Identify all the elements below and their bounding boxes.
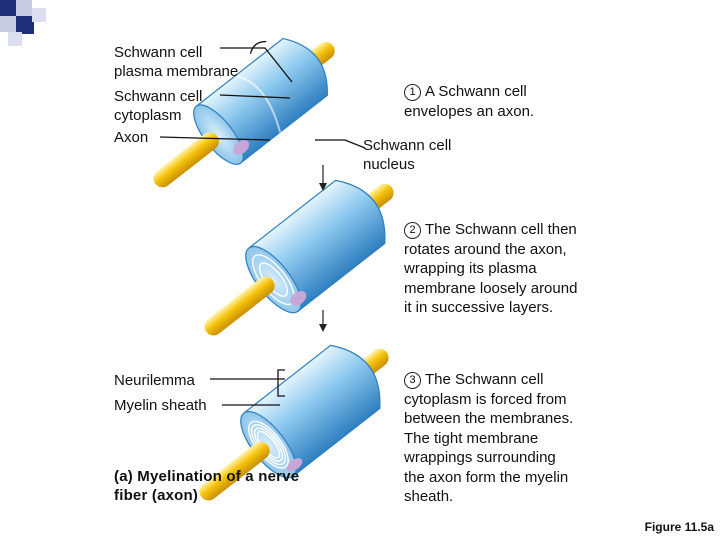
step-3-line-1-text: The Schwann cell (425, 371, 544, 388)
corner-square-light-2 (0, 16, 16, 32)
label-nucleus-line-2: nucleus (363, 156, 415, 173)
label-cytoplasm: Schwann cell cytoplasm (114, 87, 202, 125)
label-nucleus: Schwann cell nucleus (363, 136, 451, 174)
leader-bracket (277, 369, 285, 397)
flow-arrow-2 (319, 310, 327, 332)
nucleus-3 (286, 458, 303, 472)
nucleus-2 (290, 291, 307, 306)
corner-square-navy-1 (0, 0, 16, 16)
step-2-line-5: it in successive layers. (404, 299, 554, 316)
stage-1-illustration (153, 37, 335, 188)
label-plasma-membrane-line-2: plasma membrane (114, 63, 239, 80)
step-1-number: 1 (404, 84, 421, 101)
figure-caption-line-1: (a) Myelination of a nerve (114, 468, 300, 485)
corner-square-light-4 (8, 32, 22, 46)
leader-cytoplasm (219, 94, 291, 99)
label-cytoplasm-line-2: cytoplasm (114, 107, 182, 124)
step-2-number: 2 (404, 222, 421, 239)
label-axon: Axon (114, 129, 149, 146)
axon-front-2 (204, 276, 275, 336)
stage-3-illustration (199, 344, 389, 501)
label-cytoplasm-line-1: Schwann cell (114, 88, 203, 105)
schwann-fold-1 (235, 74, 282, 133)
label-neurilemma: Neurilemma (114, 372, 195, 389)
step-2-line-4: membrane loosely around (404, 279, 578, 297)
step-2-line-1-text: The Schwann cell then (425, 221, 577, 238)
step-3-line-6: the axon form the myelin (404, 468, 569, 486)
label-plasma-membrane: Schwann cell plasma membrane (114, 43, 238, 81)
nucleus-1 (233, 140, 250, 155)
flow-arrow-1 (319, 165, 327, 191)
label-myelin-sheath: Myelin sheath (114, 397, 207, 414)
step-2-line-2: rotates around the axon, (404, 240, 567, 258)
step-3-line-7: sheath. (404, 488, 454, 505)
step-2-line-3: wrapping its plasma (404, 260, 537, 277)
stage-2-illustration (204, 179, 394, 336)
figure-label: Figure 11.5a (644, 520, 714, 534)
leader-plasma-membrane (220, 47, 293, 83)
step-3-line-3: between the membranes. (404, 410, 574, 427)
leader-nucleus (315, 139, 366, 149)
membrane-ring-2b (258, 262, 289, 297)
figure-caption: (a) Myelination of a nerve fiber (axon) (114, 467, 299, 505)
label-nucleus-line-1: Schwann cell (363, 137, 452, 154)
axon-front-3 (199, 441, 270, 501)
step-1-line-1-text: A Schwann cell (425, 83, 527, 100)
step-1-line-2: envelopes an axon. (404, 102, 535, 120)
leader-axon (159, 136, 271, 141)
step-3-line-2: cytoplasm is forced from (404, 390, 567, 408)
step-3-line-5: wrappings surrounding (404, 449, 556, 466)
step-3-line-4: The tight membrane (404, 429, 539, 447)
corner-square-light-3 (32, 8, 46, 22)
figure-caption-line-2: fiber (axon) (114, 487, 199, 504)
corner-square-light-1 (16, 0, 32, 16)
axon-front-1 (153, 132, 219, 188)
label-plasma-membrane-line-1: Schwann cell (114, 44, 203, 61)
rotation-arrow-1 (249, 40, 267, 54)
corner-square-navy-3 (22, 22, 34, 34)
step-3-number: 3 (404, 372, 421, 389)
